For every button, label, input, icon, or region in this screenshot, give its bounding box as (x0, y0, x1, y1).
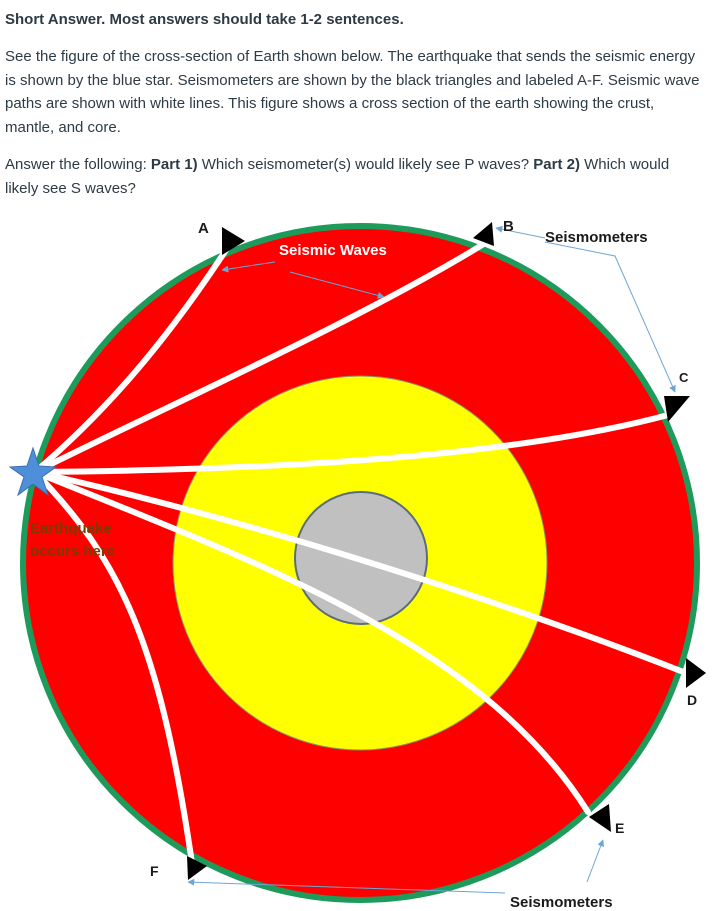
station-label-c: C (679, 370, 689, 385)
station-label-b: B (503, 218, 514, 235)
callout-waves-b (289, 271, 385, 299)
seismometer-f-icon (187, 856, 207, 880)
station-label-f: F (150, 863, 159, 879)
wave-to-f (32, 469, 196, 873)
seismometer-e-icon (589, 804, 611, 832)
part2-text: Which would likely see S waves? (5, 156, 670, 197)
earthquake-label-line2: occurs here (30, 543, 115, 560)
station-label-d: D (687, 692, 697, 708)
callout-lines (187, 225, 676, 894)
callout-seis-f (187, 878, 506, 894)
earthquake-star-icon (8, 446, 58, 497)
callout-waves-a (221, 261, 276, 273)
wave-to-e (32, 469, 591, 815)
part2-label: Part 2) (533, 156, 580, 173)
seismic-waves-label: Seismic Waves (279, 242, 387, 259)
seismometer-c-icon (664, 396, 690, 422)
question-text-block: Short Answer. Most answers should take 1… (5, 0, 705, 200)
callout-seis-b (495, 225, 546, 239)
station-label-a: A (198, 220, 209, 237)
station-label-e: E (615, 820, 624, 836)
seismic-wave-paths (32, 239, 689, 873)
wave-to-a (32, 244, 231, 475)
earthquake-label-line1: Earthquake (30, 520, 112, 537)
wave-to-d (32, 469, 689, 676)
intro-paragraph: See the figure of the cross-section of E… (5, 48, 700, 136)
wave-to-c (32, 412, 671, 475)
part1-label: Part 1) (150, 156, 198, 173)
seismometers (187, 222, 706, 880)
seismometers-label-bottom: Seismometers (510, 894, 613, 911)
seismometer-a-icon (222, 227, 245, 255)
question-heading: Short Answer. Most answers should take 1… (5, 11, 404, 28)
callout-seis-c (544, 241, 676, 393)
seismometers-label-top: Seismometers (545, 229, 648, 246)
seismometer-d-icon (686, 658, 706, 688)
seismometer-b-icon (473, 222, 494, 246)
question-prefix: Answer the following: (5, 156, 151, 173)
question-paragraph: Answer the following: Part 1) Which seis… (5, 153, 705, 200)
wave-to-b (32, 239, 490, 475)
part1-text: Which seismometer(s) would likely see P … (197, 156, 534, 173)
callout-seis-e (586, 839, 605, 883)
